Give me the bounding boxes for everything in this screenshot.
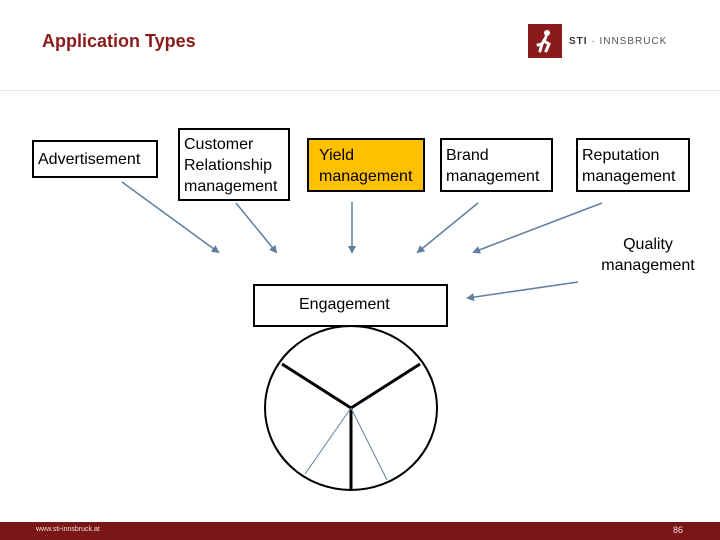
node-quality-line2: management bbox=[601, 257, 695, 274]
footer-bar: www.sti-innsbruck.at 86 bbox=[0, 522, 720, 540]
node-crm-line3: management bbox=[184, 178, 278, 195]
node-yield-line1: Yield bbox=[319, 147, 354, 164]
circle-spoke-left bbox=[281, 362, 352, 410]
node-quality-line1: Quality bbox=[623, 236, 673, 253]
node-advertisement: Advertisement bbox=[32, 140, 158, 178]
circle-thin-right bbox=[350, 407, 388, 481]
running-figure-icon bbox=[528, 24, 562, 58]
footer-url: www.sti-innsbruck.at bbox=[36, 526, 100, 533]
header-divider bbox=[0, 90, 720, 91]
node-brand-line1: Brand bbox=[446, 147, 489, 164]
circle-thin-left bbox=[304, 407, 352, 475]
arrow-advertisement bbox=[121, 181, 220, 254]
circle-spoke-right bbox=[350, 362, 421, 410]
node-quality: Quality management bbox=[588, 232, 708, 280]
node-reputation-line2: management bbox=[582, 168, 676, 185]
node-yield: Yield management bbox=[307, 138, 425, 192]
arrow-crm bbox=[235, 202, 278, 254]
arrow-quality bbox=[466, 281, 579, 302]
logo-wordmark: STI · INNSBRUCK bbox=[569, 36, 667, 47]
node-reputation: Reputation management bbox=[576, 138, 690, 192]
node-engagement-label: Engagement bbox=[299, 296, 390, 313]
sti-logo: STI · INNSBRUCK bbox=[528, 24, 667, 58]
node-reputation-line1: Reputation bbox=[582, 147, 660, 164]
node-yield-line2: management bbox=[319, 168, 413, 185]
logo-separator: · bbox=[587, 35, 600, 47]
page-title: Application Types bbox=[42, 31, 196, 51]
node-crm: Customer Relationship management bbox=[178, 128, 290, 201]
node-brand: Brand management bbox=[440, 138, 553, 192]
node-crm-line1: Customer bbox=[184, 136, 254, 153]
logo-brand: STI bbox=[569, 35, 588, 47]
arrow-reputation bbox=[472, 202, 603, 254]
arrow-brand bbox=[416, 202, 479, 254]
node-advertisement-label: Advertisement bbox=[38, 151, 141, 168]
page-number: 86 bbox=[672, 525, 683, 535]
logo-city: INNSBRUCK bbox=[599, 35, 668, 47]
node-crm-line2: Relationship bbox=[184, 157, 273, 174]
node-brand-line2: management bbox=[446, 168, 540, 185]
